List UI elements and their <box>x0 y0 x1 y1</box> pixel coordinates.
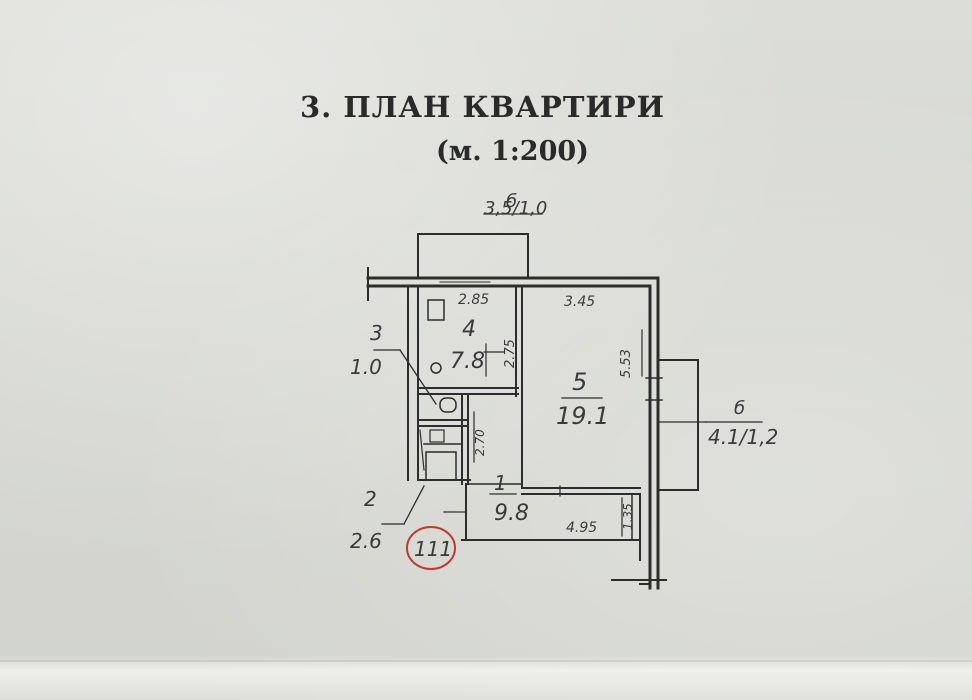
outer-top-wall <box>366 267 660 301</box>
dimension-hall-depth: 1.35 <box>621 503 635 530</box>
room-5-number: 5 <box>572 368 587 396</box>
right-balcony-outline <box>657 359 699 491</box>
top-balcony-label: б <box>506 191 517 212</box>
kitchen-room-partition <box>515 285 523 489</box>
dimension-hall-width: 4.95 <box>566 520 597 536</box>
dimension-bath-length: 2.70 <box>473 429 487 456</box>
right-balcony-area: 4.1/1,2 <box>708 425 778 449</box>
room-1-area: 9.8 <box>494 501 529 526</box>
room-4-area: 7.8 <box>450 349 485 374</box>
room-2-number: 2 <box>364 487 377 511</box>
document-title: 3. ПЛАН КВАРТИРИ <box>300 90 666 124</box>
document-scale: (м. 1:200) <box>436 136 589 167</box>
room-1-number: 1 <box>494 471 507 495</box>
room-3-area: 1.0 <box>350 355 382 379</box>
left-wall <box>407 285 419 481</box>
right-balcony-label: б <box>734 398 745 419</box>
dimension-room5-width: 3.45 <box>564 294 595 310</box>
room-5-area: 19.1 <box>556 402 609 430</box>
leader-lines <box>373 213 763 525</box>
top-balcony-area: 3,5/1,0 <box>484 198 547 219</box>
dimension-room5-length: 5.53 <box>619 349 634 378</box>
paper-fold <box>0 655 972 700</box>
room-2-area: 2.6 <box>350 529 382 553</box>
room-3-number: 3 <box>370 321 383 345</box>
stamp-circle <box>406 526 456 570</box>
bathroom-block <box>417 299 469 485</box>
stamp-number: 111 <box>414 537 452 561</box>
dimension-kitchen-length: 2.75 <box>503 339 518 368</box>
room-4-number: 4 <box>462 317 476 342</box>
outer-right-wall <box>611 276 667 590</box>
dimension-kitchen-width: 2.85 <box>458 292 489 308</box>
dimension-ticks <box>419 329 643 537</box>
top-balcony-outline <box>417 233 529 279</box>
